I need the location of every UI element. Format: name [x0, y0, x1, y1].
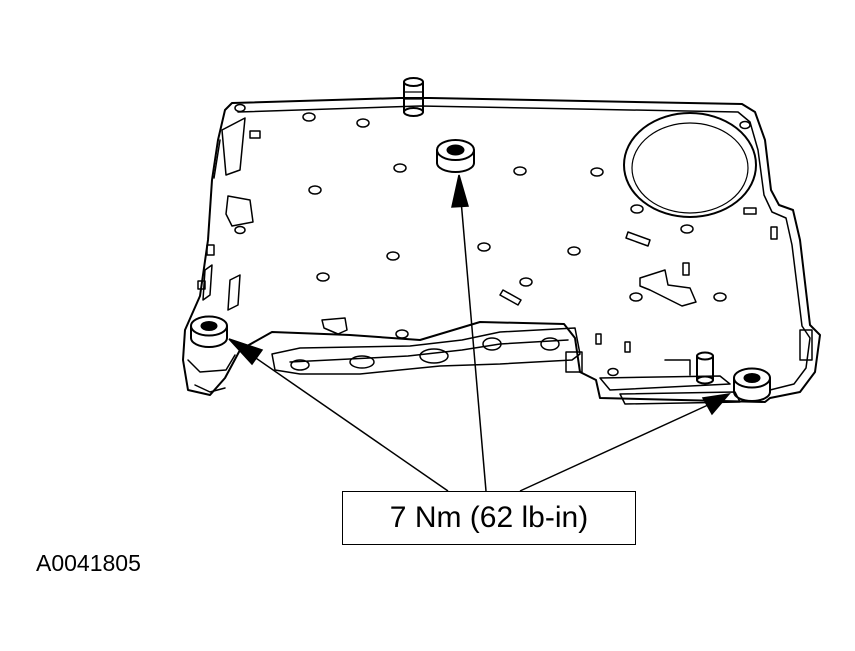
left-edge-detail: [187, 354, 236, 393]
large-bore-inner: [631, 122, 749, 214]
arrowhead-center: [451, 174, 469, 208]
leader-line-right: [519, 404, 709, 492]
torque-spec-label: 7 Nm (62 lb-in): [342, 491, 636, 545]
dowel-pin-top: [403, 77, 424, 117]
arrowhead-left: [228, 338, 264, 366]
bolt-left: [190, 315, 228, 348]
large-bore: [623, 112, 757, 218]
plate-outline: [182, 97, 821, 403]
arrowhead-right: [701, 392, 731, 416]
bolt-center: [436, 139, 475, 173]
figure-reference-id: A0041805: [36, 550, 141, 576]
leader-lines: [228, 174, 731, 492]
bolt-right: [733, 367, 771, 402]
plate-slots: [197, 117, 813, 361]
torque-spec-text: 7 Nm (62 lb-in): [389, 501, 589, 534]
leader-line-left: [249, 353, 449, 492]
plate-holes: [234, 103, 751, 377]
plate-inner-edge: [237, 105, 811, 391]
dowel-pin-right: [696, 351, 714, 385]
lower-channel-plate: [271, 327, 741, 405]
leader-line-center: [460, 199, 487, 492]
